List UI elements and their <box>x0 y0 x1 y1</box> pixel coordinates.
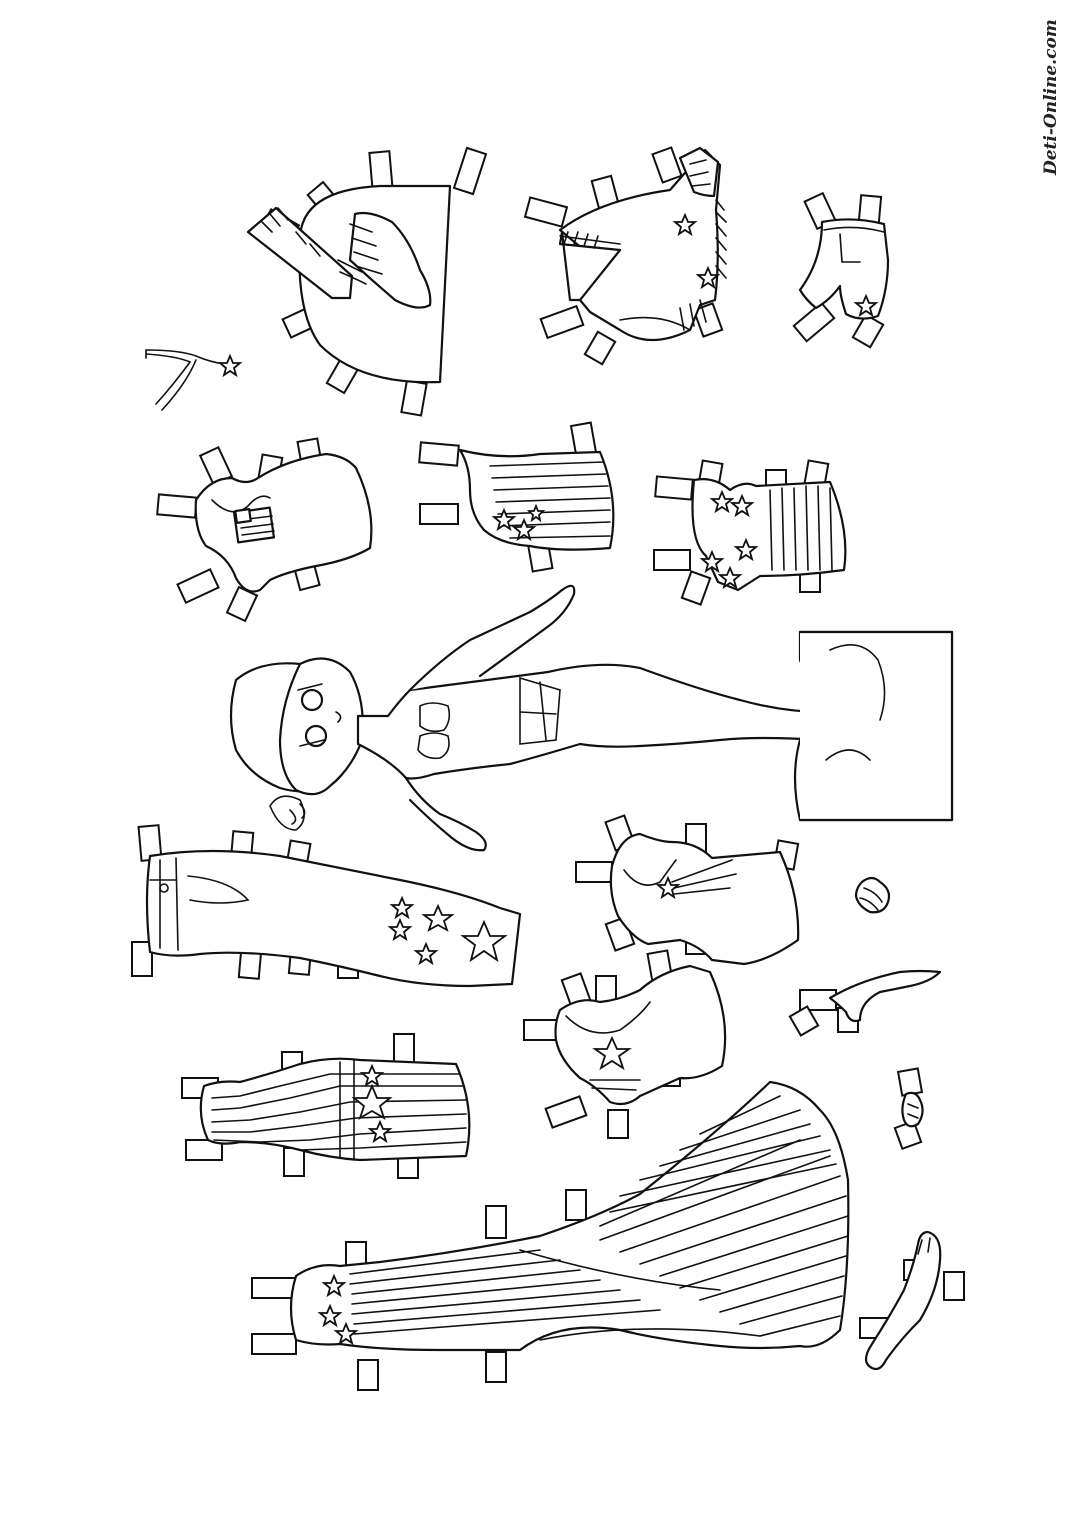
cape-with-boots <box>246 146 488 417</box>
star-striped-corset <box>653 459 847 606</box>
star-jeans <box>131 824 522 988</box>
paper-doll <box>229 584 926 852</box>
shooting-star-top <box>575 814 800 966</box>
star-tank-top <box>523 949 727 1139</box>
striped-tube-dress <box>181 1033 471 1179</box>
wishbone-necklace <box>145 349 243 411</box>
bracelet <box>893 1067 924 1151</box>
fringed-jacket <box>523 146 727 366</box>
doll-stand <box>793 630 954 822</box>
ring <box>854 876 891 914</box>
flag-top <box>156 437 373 623</box>
site-watermark: Deti-Online.com <box>1041 19 1061 175</box>
spare-arm <box>859 1230 965 1371</box>
high-heel-shoe <box>788 969 942 1037</box>
striped-star-top <box>418 421 615 573</box>
mermaid-gown <box>251 1080 850 1391</box>
shorts <box>792 191 890 349</box>
